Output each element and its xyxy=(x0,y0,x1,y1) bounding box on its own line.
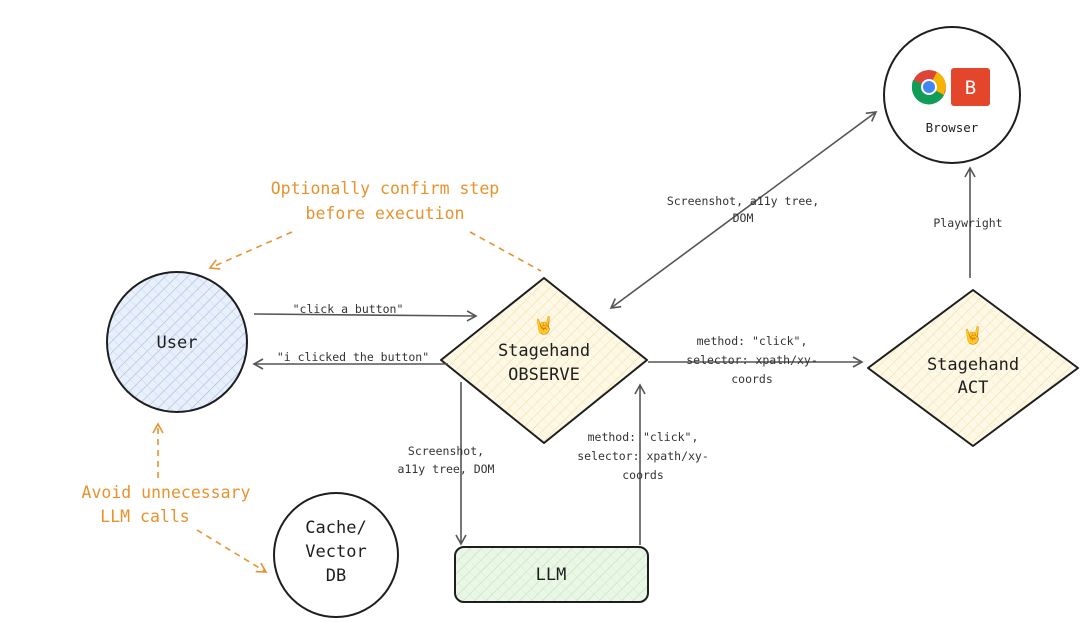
edge-label-method-click: method: "click", xyxy=(588,430,699,444)
edge-label-dom: DOM xyxy=(733,211,754,225)
note-confirm-step: Optionally confirm step before execution xyxy=(208,179,542,272)
note-avoid-line2: LLM calls xyxy=(100,507,189,526)
user-label: User xyxy=(157,333,198,353)
cache-label-line3: DB xyxy=(326,566,346,586)
edge-user-to-observe: "click a button" xyxy=(253,302,478,322)
cache-vector-db-node: Cache/ Vector DB xyxy=(273,492,399,618)
edge-label-tree-dom: a11y tree, DOM xyxy=(398,462,495,476)
rock-hand-emoji: 🤘 xyxy=(962,325,983,346)
stagehand-act-node: 🤘 Stagehand ACT xyxy=(867,289,1079,447)
edge-act-to-browser: Playwright xyxy=(933,166,1003,278)
edge-label-method-click: method: "click", xyxy=(697,334,808,348)
edge-label-coords: coords xyxy=(622,468,664,482)
note-confirm-line1: Optionally confirm step xyxy=(271,179,499,198)
note-avoid-line1: Avoid unnecessary xyxy=(82,483,251,502)
edge-label-screenshot: Screenshot, xyxy=(408,444,484,458)
note-avoid-llm-calls: Avoid unnecessary LLM calls xyxy=(82,422,268,573)
stagehand-observe-node: 🤘 Stagehand OBSERVE xyxy=(440,277,648,444)
observe-label-line1: Stagehand xyxy=(498,341,590,361)
act-label-line1: Stagehand xyxy=(927,355,1019,375)
edge-observe-to-llm: Screenshot, a11y tree, DOM xyxy=(398,382,495,546)
llm-label: LLM xyxy=(536,565,567,585)
browser-node: B Browser xyxy=(883,26,1021,164)
edge-observe-to-act: method: "click", selector: xpath/xy- coo… xyxy=(648,334,864,386)
act-label-line2: ACT xyxy=(958,378,989,398)
edge-label-selector: selector: xpath/xy- xyxy=(577,449,709,463)
observe-label-line2: OBSERVE xyxy=(508,365,580,385)
user-node: User xyxy=(106,271,248,413)
edge-label-coords: coords xyxy=(731,372,773,386)
cache-label-line2: Vector xyxy=(305,542,366,562)
cache-label-line1: Cache/ xyxy=(305,518,366,538)
brave-b-letter: B xyxy=(965,77,976,99)
edge-observe-to-user: "i clicked the button" xyxy=(252,350,448,370)
edge-label-selector: selector: xpath/xy- xyxy=(686,353,818,367)
llm-node: LLM xyxy=(454,546,649,603)
edge-label-playwright: Playwright xyxy=(933,216,1002,230)
edge-label-clicked-the-button: "i clicked the button" xyxy=(277,350,429,364)
brave-b-icon: B xyxy=(951,68,990,106)
rock-hand-emoji: 🤘 xyxy=(533,315,554,336)
edge-label-screenshot-tree-dom: Screenshot, a11y tree, xyxy=(667,194,819,208)
chrome-icon xyxy=(911,70,947,105)
edge-browser-observe: Screenshot, a11y tree, DOM xyxy=(609,111,878,309)
note-confirm-line2: before execution xyxy=(306,204,465,223)
edge-llm-to-observe: method: "click", selector: xpath/xy- coo… xyxy=(577,383,709,545)
edge-label-click-a-button: "click a button" xyxy=(293,302,404,316)
browser-label: Browser xyxy=(926,120,979,135)
